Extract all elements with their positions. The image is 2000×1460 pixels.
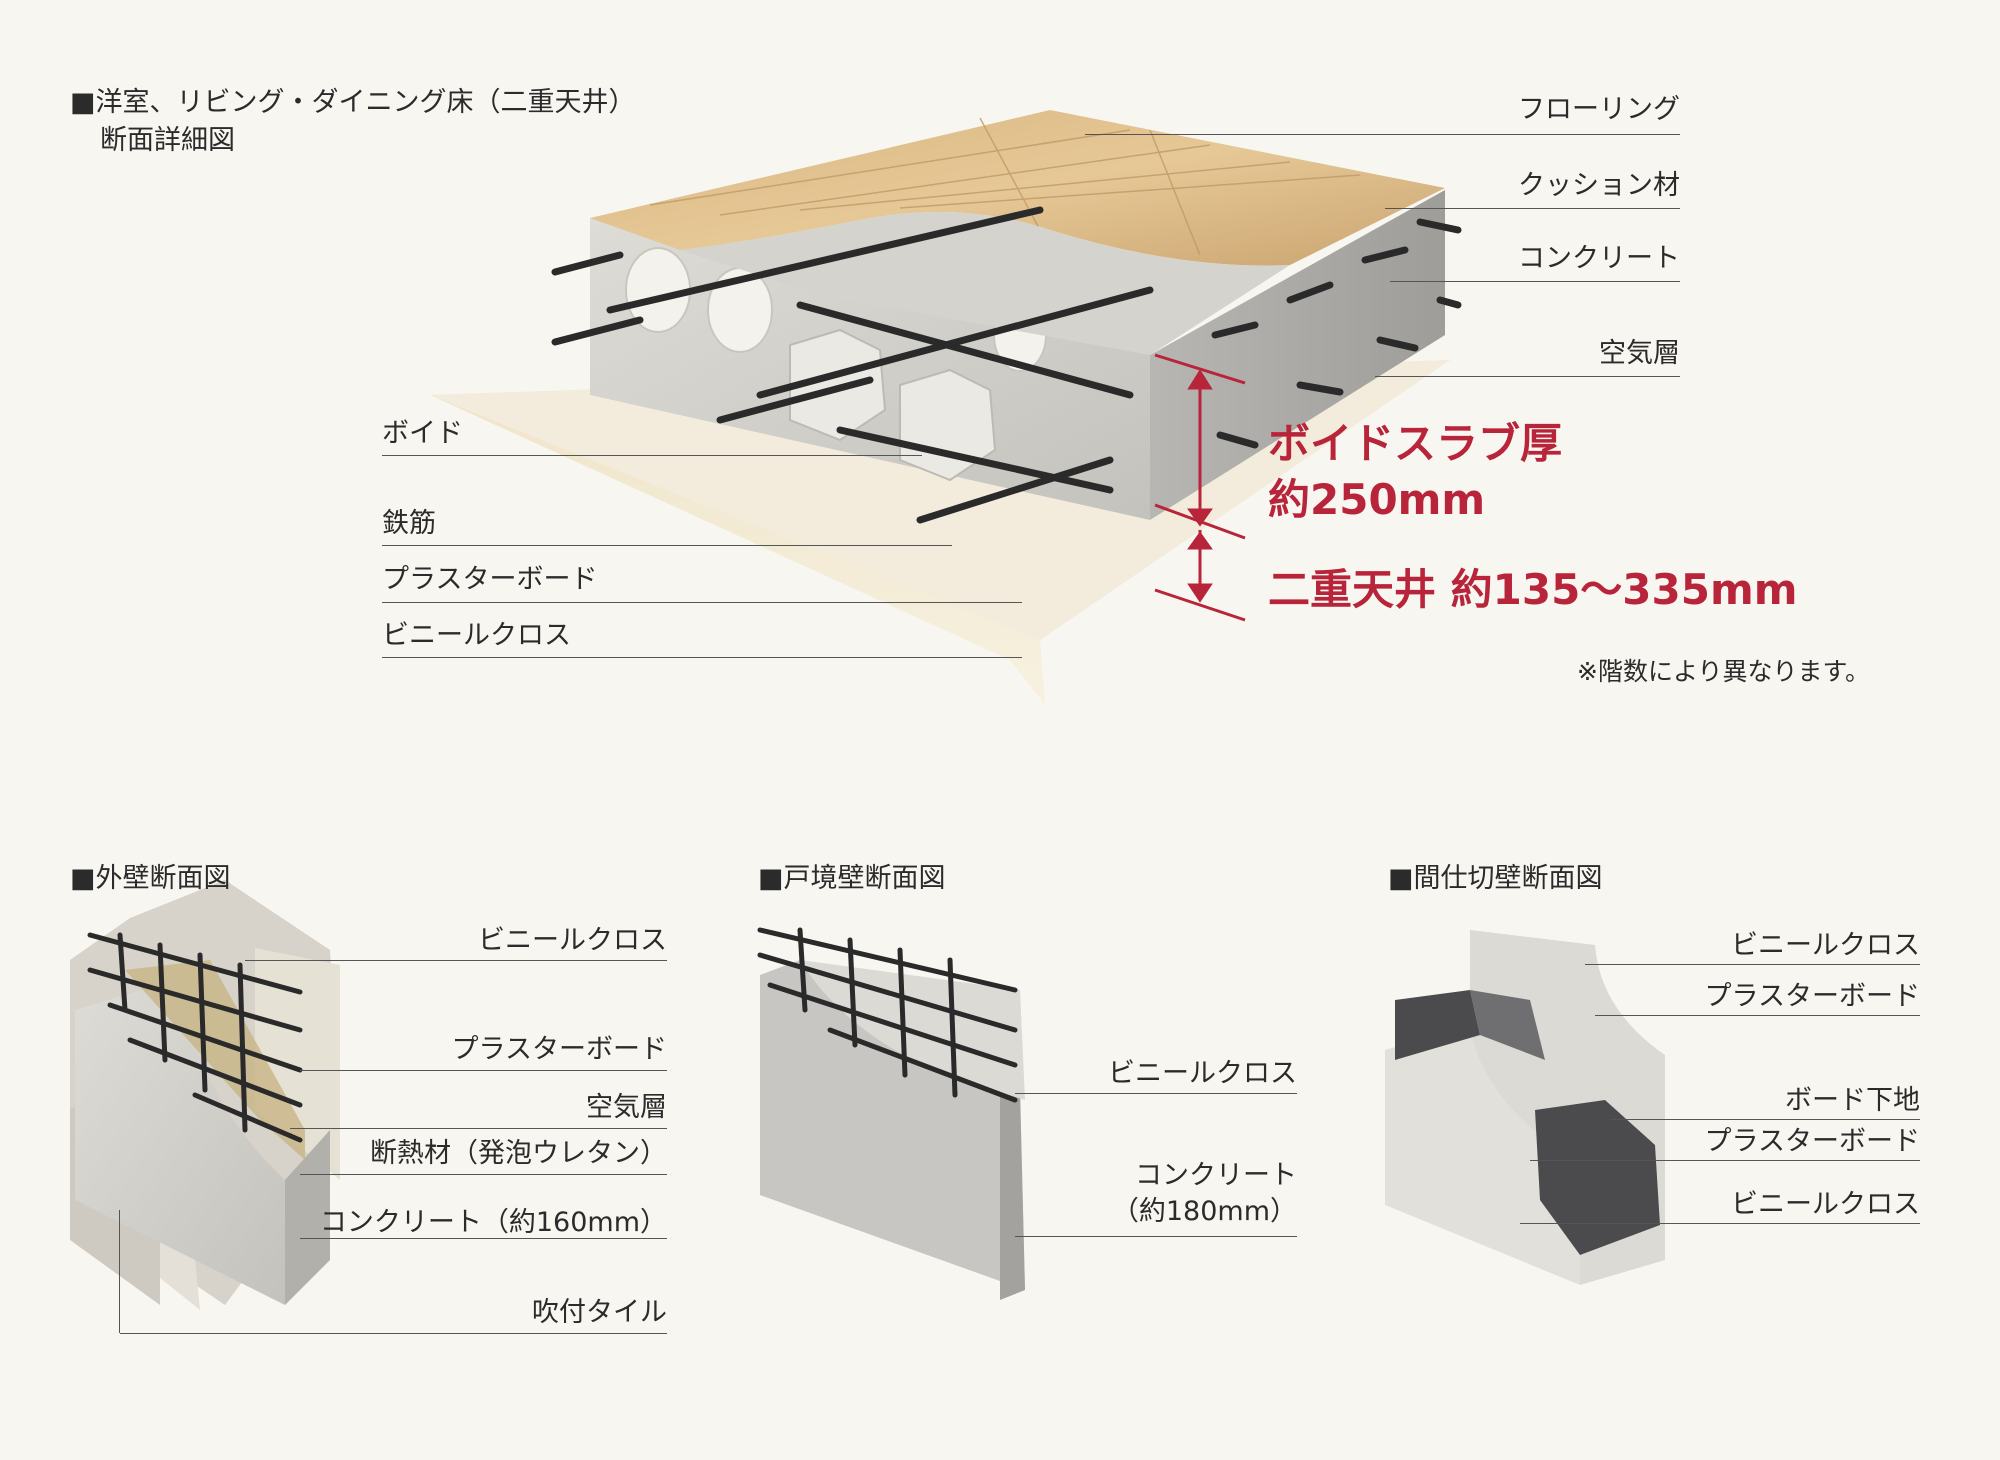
bnd-label-concrete-thickness: （約180mm）: [1111, 1196, 1297, 1227]
bnd-leader-vinyl-cloth: [1015, 1093, 1297, 1094]
label-concrete: コンクリート: [1518, 243, 1680, 274]
leader-flooring: [1085, 134, 1680, 135]
bnd-leader-concrete: [1015, 1236, 1297, 1237]
part-label-vinyl-cloth-2: ビニールクロス: [1731, 1189, 1920, 1220]
slab-thickness-value: 約250mm: [1268, 475, 1486, 524]
label-plaster-board: プラスターボード: [382, 564, 598, 595]
ext-leader-air-layer: [290, 1128, 667, 1129]
part-leader-vinyl-cloth-1: [1585, 964, 1920, 965]
leader-void: [382, 455, 922, 456]
bnd-label-vinyl-cloth: ビニールクロス: [1108, 1058, 1297, 1089]
ext-leader-spray-tile-vertical: [119, 1210, 120, 1333]
ext-leader-plaster-board: [300, 1070, 667, 1071]
boundary-concrete-face: [760, 960, 1025, 1290]
leader-plaster-board: [382, 602, 1022, 603]
ext-label-plaster-board: プラスターボード: [451, 1034, 667, 1065]
part-label-board-base: ボード下地: [1785, 1085, 1920, 1116]
slab-thickness-label: ボイドスラブ厚: [1268, 419, 1563, 468]
insulation-strip: [125, 960, 305, 1160]
ext-leader-insulation: [300, 1174, 667, 1175]
bnd-label-concrete: コンクリート: [1135, 1160, 1297, 1191]
partition-wall-illustration: [1385, 930, 1665, 1285]
label-flooring: フローリング: [1518, 94, 1680, 125]
boundary-wall-illustration: [757, 927, 1025, 1300]
partition-wall-title: ■間仕切壁断面図: [1388, 863, 1603, 894]
leader-vinyl-cloth: [382, 657, 1022, 658]
partition-face-front: [1385, 1025, 1580, 1285]
label-air-layer: 空気層: [1599, 338, 1680, 369]
ext-rebars: [87, 932, 303, 1143]
ext-label-air-layer: 空気層: [586, 1092, 667, 1123]
part-label-plaster-board-2: プラスターボード: [1704, 1126, 1920, 1157]
part-leader-plaster-board-1: [1595, 1015, 1920, 1016]
part-leader-vinyl-cloth-2: [1520, 1223, 1920, 1224]
ext-label-insulation: 断熱材（発泡ウレタン）: [370, 1138, 667, 1169]
exterior-wall-illustration: [70, 880, 340, 1310]
part-leader-plaster-board-2: [1530, 1160, 1920, 1161]
boundary-wall-title: ■戸境壁断面図: [758, 863, 946, 894]
part-label-plaster-board-1: プラスターボード: [1704, 981, 1920, 1012]
floor-section-subtitle: 断面詳細図: [100, 125, 235, 156]
leader-rebar: [382, 545, 952, 546]
concrete-block: [75, 980, 285, 1305]
leader-air-layer: [1375, 376, 1680, 377]
label-vinyl-cloth: ビニールクロス: [382, 620, 571, 651]
floor-section-title: ■洋室、リビング・ダイニング床（二重天井）: [70, 87, 636, 118]
leader-cushion: [1385, 208, 1680, 209]
double-ceiling-dimension: 二重天井 約135〜335mm: [1268, 565, 1798, 614]
ext-leader-spray-tile: [120, 1333, 667, 1334]
rebars: [551, 206, 1462, 524]
dimension-markers: [1154, 353, 1246, 622]
ext-label-vinyl-cloth: ビニールクロス: [478, 925, 667, 956]
ext-label-concrete: コンクリート（約160mm）: [319, 1207, 667, 1238]
void-cylinders: [789, 328, 997, 482]
label-void: ボイド: [382, 418, 463, 449]
floor-note: ※階数により異なります。: [1577, 657, 1870, 686]
ext-leader-concrete: [300, 1238, 667, 1239]
exterior-wall-title: ■外壁断面図: [70, 863, 231, 894]
part-label-vinyl-cloth-1: ビニールクロス: [1731, 930, 1920, 961]
ext-leader-vinyl-cloth: [245, 960, 667, 961]
label-rebar: 鉄筋: [382, 508, 436, 539]
part-leader-board-base: [1610, 1119, 1920, 1120]
ext-label-spray-tile: 吹付タイル: [532, 1297, 667, 1328]
boundary-rebars: [757, 927, 1018, 1103]
label-cushion: クッション材: [1518, 170, 1680, 201]
leader-concrete: [1390, 281, 1680, 282]
floor-slab-illustration: [430, 110, 1462, 705]
